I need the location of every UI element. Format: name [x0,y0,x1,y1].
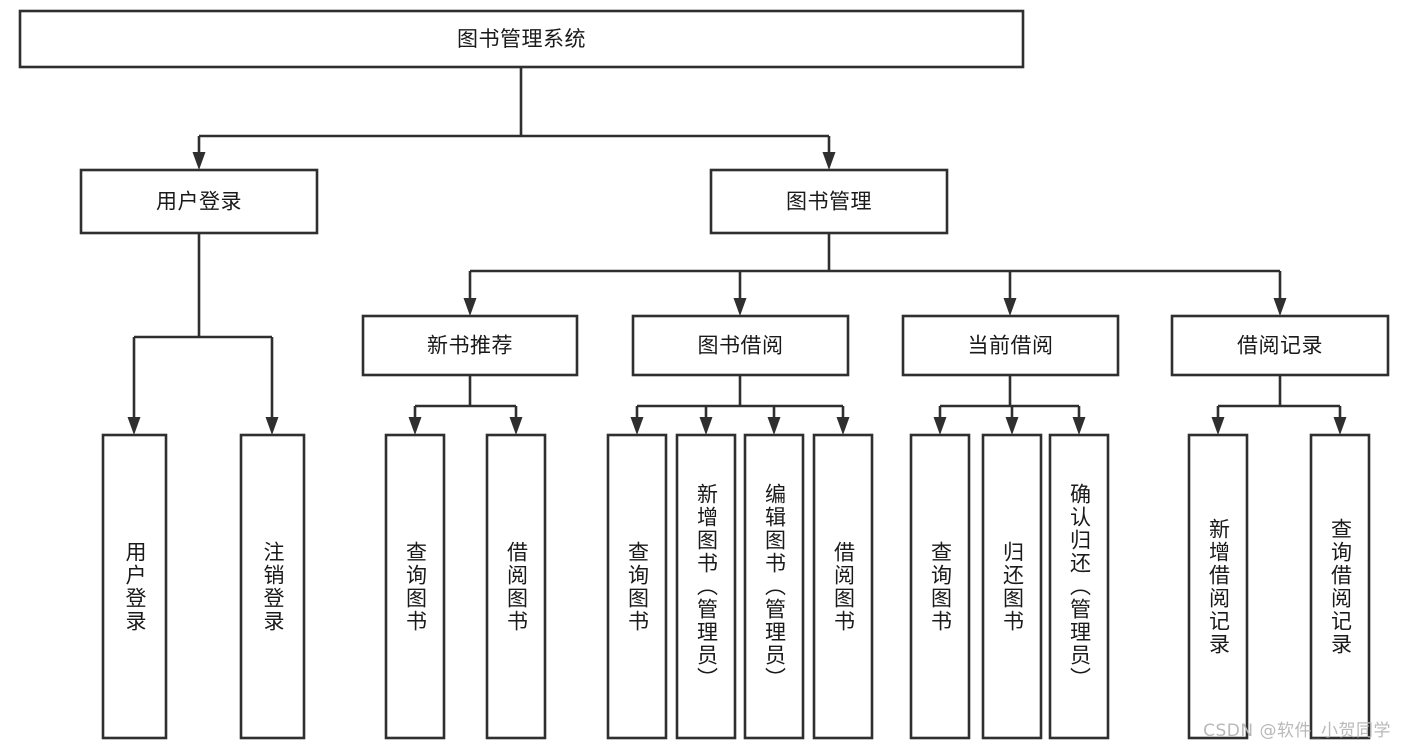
arrow-head-icon [265,417,279,435]
connector-group-2 [127,233,279,435]
node-l3-当前借阅-label: 当前借阅 [968,334,1054,358]
connector-group-4 [630,375,850,435]
arrow-head-icon [1211,417,1225,435]
node-l2-用户登录-label: 用户登录 [156,190,242,214]
node-root-图书管理系统[interactable] [18,9,1025,69]
nodes-layer [18,9,1390,740]
connector-group-3 [408,375,523,435]
arrow-head-icon [630,417,644,435]
connector-group-6 [1211,375,1347,435]
node-leaf-借阅图书-7[interactable] [812,433,874,740]
arrow-head-icon [1072,417,1086,435]
arrow-head-icon [1273,298,1287,316]
node-root-图书管理系统-label: 图书管理系统 [457,27,586,51]
arrow-head-icon [1005,417,1019,435]
node-l2-用户登录[interactable] [79,168,319,235]
connectors-layer [127,67,1347,435]
node-l2-图书管理[interactable] [709,168,949,235]
arrow-head-icon [1003,298,1017,316]
arrow-head-icon [822,152,836,170]
node-l3-当前借阅[interactable] [901,314,1120,377]
node-leaf-新增借阅记录-11[interactable] [1187,433,1249,740]
node-l3-借阅记录-label: 借阅记录 [1237,334,1323,358]
watermark-text: CSDN @软件_小贺同学 [1203,721,1391,741]
node-leaf-确认归还管理员-10[interactable] [1048,433,1110,740]
arrow-head-icon [192,152,206,170]
node-leaf-新增图书管理员-5[interactable] [675,433,737,740]
arrow-head-icon [836,417,850,435]
arrow-head-icon [408,417,422,435]
node-leaf-注销登录-1[interactable] [239,433,306,740]
arrow-head-icon [463,298,477,316]
node-leaf-借阅图书-3[interactable] [485,433,547,740]
node-l3-新书推荐[interactable] [361,314,579,377]
node-leaf-用户登录-0[interactable] [101,433,168,740]
connector-group-0 [192,67,836,170]
arrow-head-icon [699,417,713,435]
node-l2-图书管理-label: 图书管理 [786,190,872,214]
node-leaf-查询借阅记录-12[interactable] [1309,433,1371,740]
node-l3-图书借阅[interactable] [631,314,850,377]
arrow-head-icon [509,417,523,435]
node-l3-新书推荐-label: 新书推荐 [427,334,513,358]
node-l3-图书借阅-label: 图书借阅 [698,334,784,358]
node-leaf-查询图书-2[interactable] [384,433,446,740]
node-l3-借阅记录[interactable] [1170,314,1390,377]
connector-group-1 [463,233,1287,316]
arrow-head-icon [733,298,747,316]
arrow-head-icon [1333,417,1347,435]
node-leaf-查询图书-8[interactable] [909,433,971,740]
node-leaf-归还图书-9[interactable] [981,433,1043,740]
arrow-head-icon [767,417,781,435]
arrow-head-icon [933,417,947,435]
node-leaf-编辑图书管理员-6[interactable] [743,433,805,740]
node-leaf-查询图书-4[interactable] [606,433,668,740]
arrow-head-icon [127,417,141,435]
connector-group-5 [933,375,1086,435]
